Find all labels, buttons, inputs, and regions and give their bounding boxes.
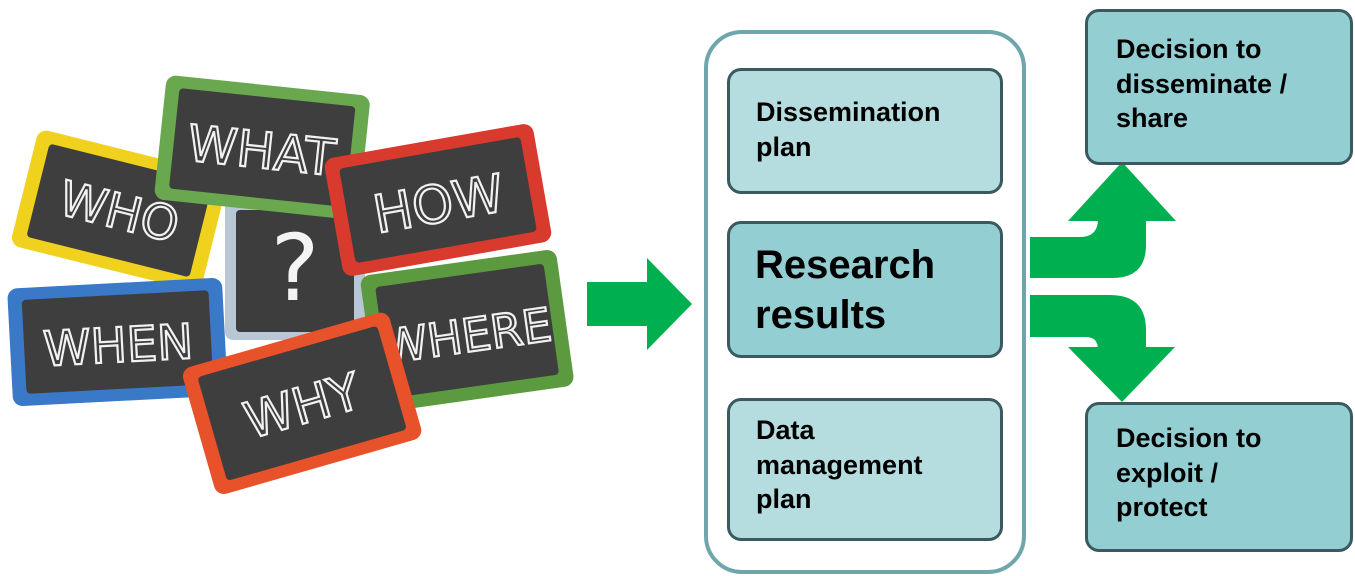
- dissemination-plan-label: Dissemination plan: [756, 97, 941, 162]
- decision-disseminate-label: Decision to disseminate / share: [1116, 34, 1288, 134]
- slate-why: WHY: [182, 312, 422, 495]
- decision-exploit-label: Decision to exploit / protect: [1116, 423, 1262, 523]
- slate-question-label: ?: [271, 215, 320, 322]
- slate-when: WHEN: [7, 277, 228, 407]
- research-results-label: Research results: [755, 243, 936, 337]
- dissemination-plan-box: Dissemination plan: [727, 68, 1003, 194]
- arrow-down-right-icon: [1030, 295, 1175, 402]
- slate-where: WHERE: [360, 250, 574, 412]
- research-results-box: Research results: [727, 221, 1003, 358]
- data-management-plan-box: Data management plan: [727, 398, 1003, 541]
- slate-what: WHAT: [154, 75, 370, 220]
- data-management-plan-label: Data management plan: [756, 415, 923, 515]
- slate-question: ?: [225, 200, 365, 340]
- arrow-up-right-icon: [1030, 162, 1176, 278]
- decision-exploit-box: Decision to exploit / protect: [1085, 402, 1353, 552]
- arrow-right-icon: [587, 258, 692, 350]
- slate-how: HOW: [324, 124, 552, 276]
- slate-when-label: WHEN: [42, 314, 195, 378]
- decision-disseminate-box: Decision to disseminate / share: [1085, 9, 1353, 165]
